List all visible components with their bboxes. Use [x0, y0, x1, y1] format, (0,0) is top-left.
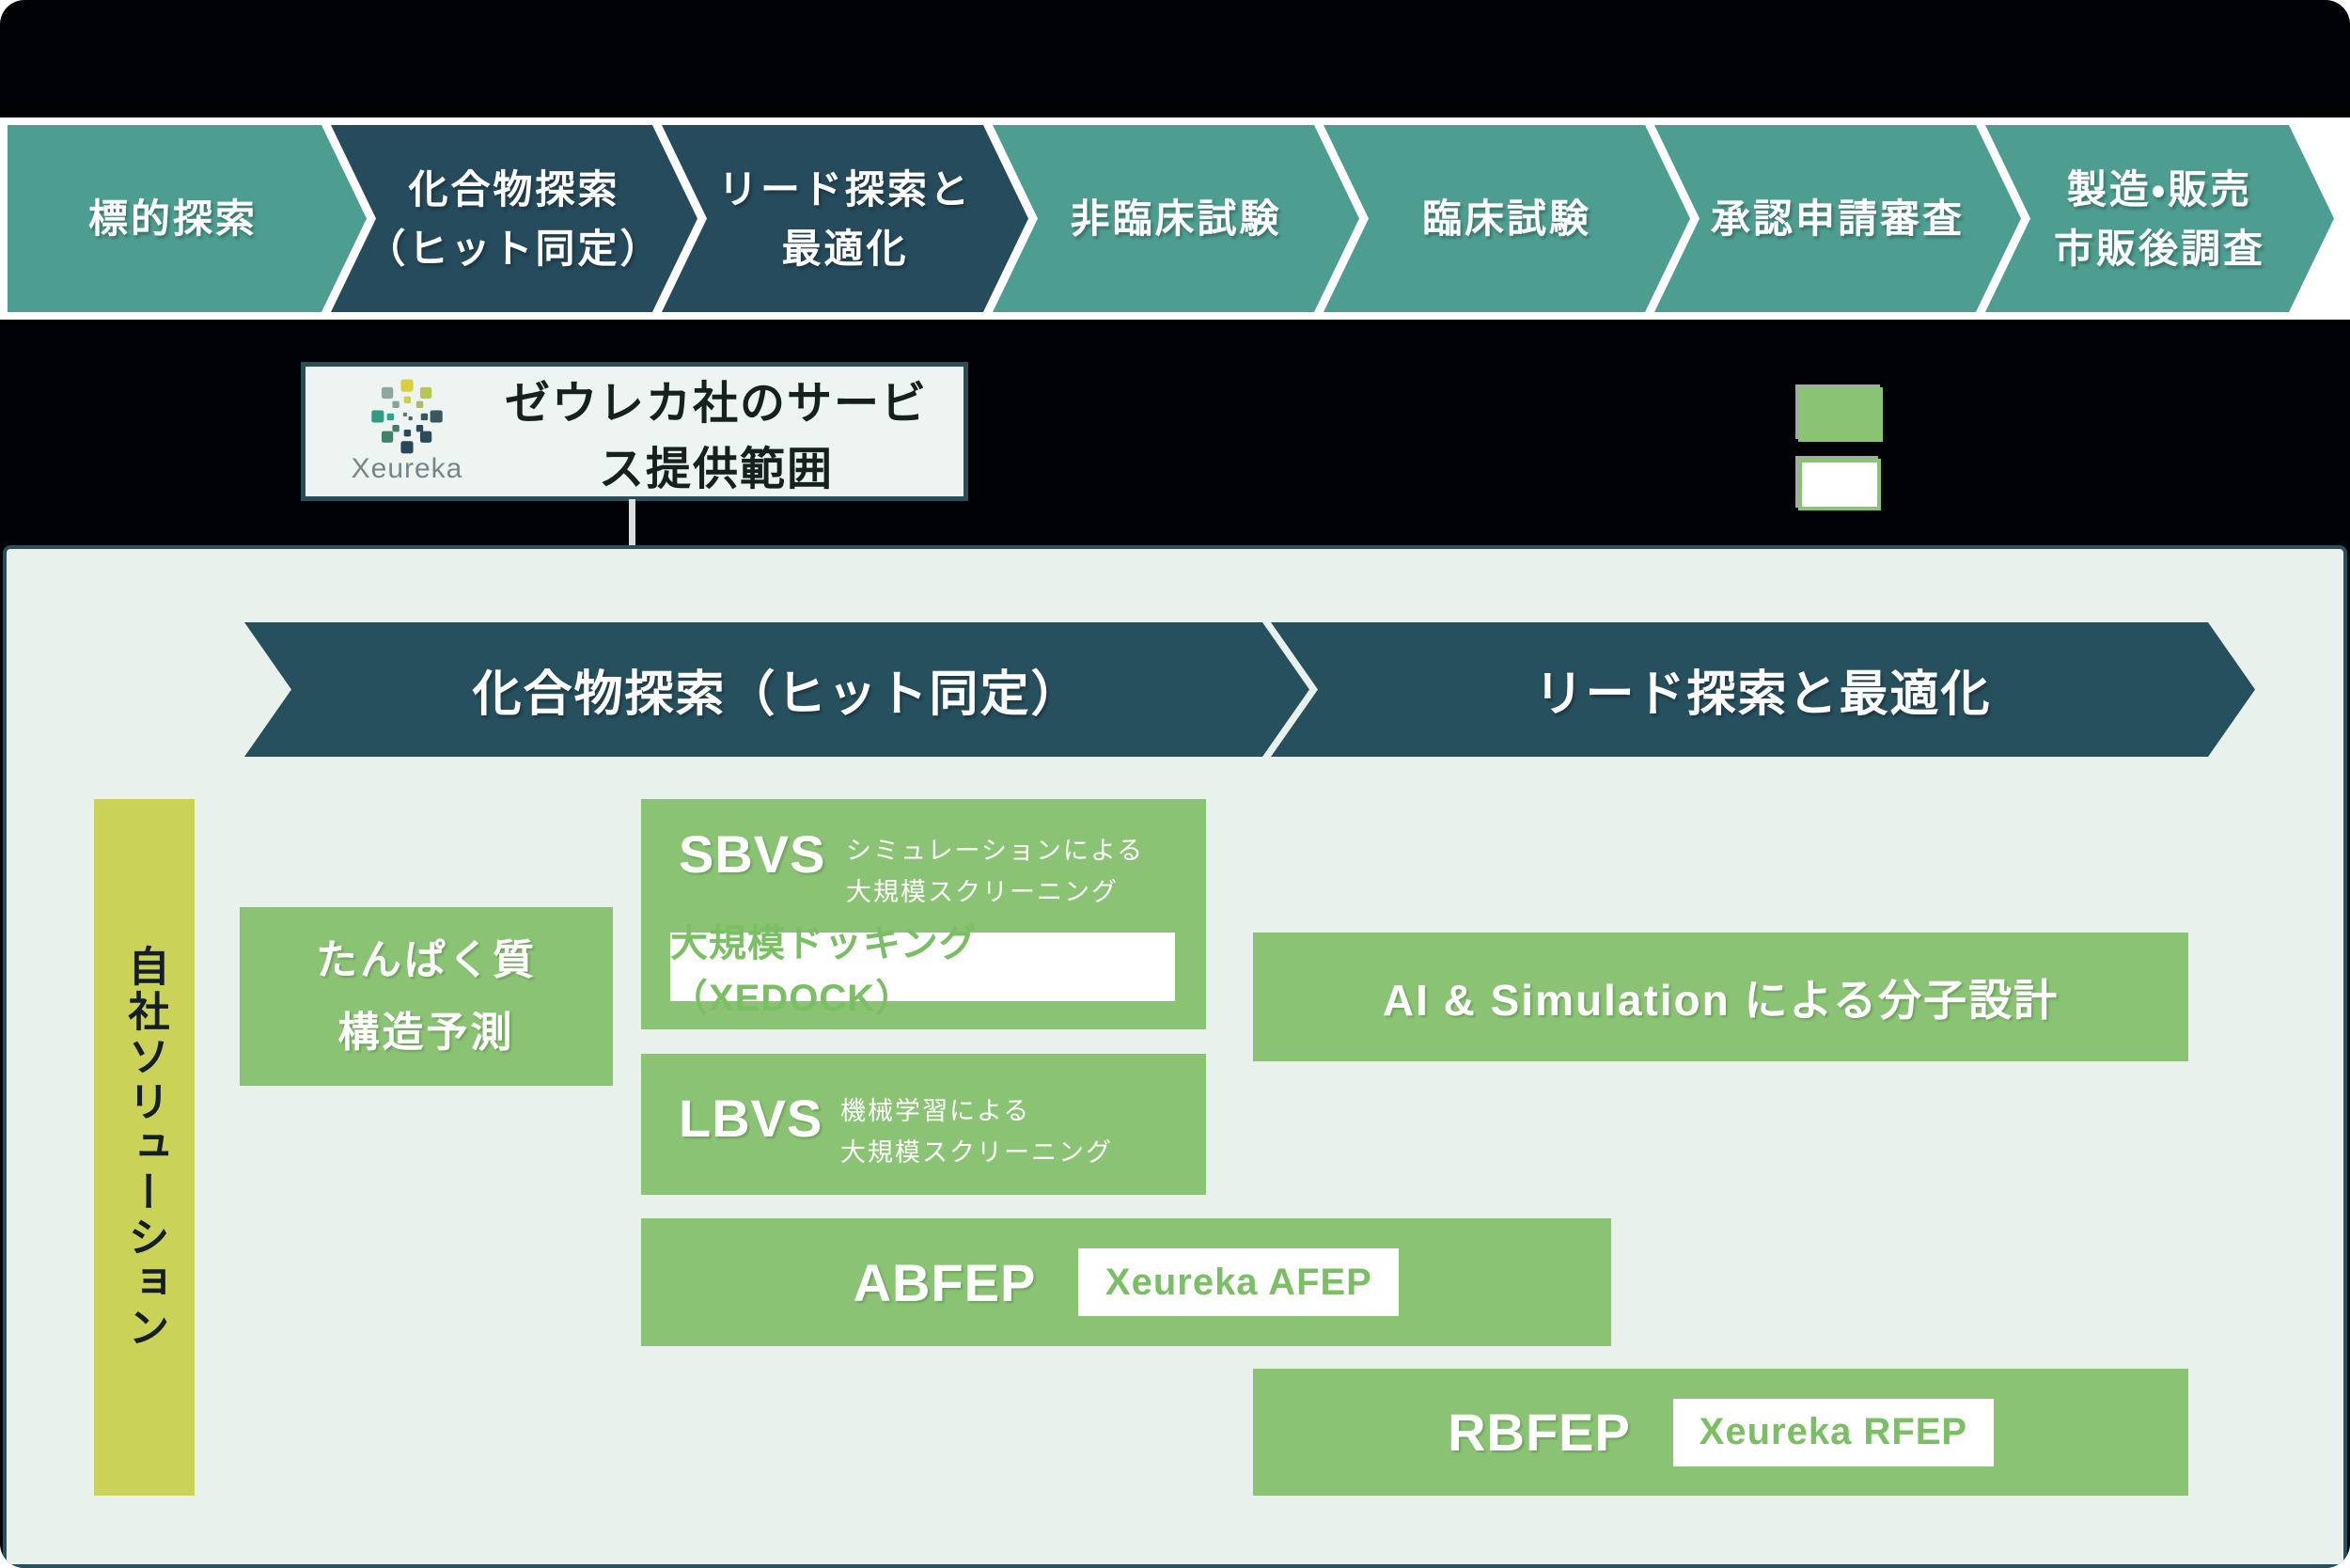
solution-ai-simulation-design: AI & Simulation による分子設計	[1253, 933, 2188, 1061]
sbvs-subtitle: シミュレーションによる 大規模スクリーニング	[846, 837, 1145, 906]
stage-label: 市販後調査	[2053, 226, 2265, 271]
xedock-product-chip: 大規模ドッキング（XEDOCK）	[670, 923, 1175, 1019]
stage-label: 標的探索	[87, 196, 258, 241]
stage-label: 最適化	[781, 226, 909, 271]
solution-abfep: ABFEP Xeureka AFEP	[641, 1218, 1611, 1346]
xeureka-wordmark: Xeureka	[351, 453, 463, 484]
legend-white-swatch	[1798, 459, 1881, 510]
stage-clinical-trials: 臨床試験	[1324, 125, 1690, 312]
xeureka-rosette-icon	[371, 379, 443, 454]
solutions-panel: 化合物探索（ヒット同定） リード探索と最適化 自社ソリューション たんぱく質 構…	[3, 545, 2347, 1568]
stage-label: 臨床試験	[1421, 196, 1591, 241]
rbfep-title: RBFEP	[1448, 1403, 1631, 1462]
solution-label: 構造予測	[337, 1010, 515, 1056]
sbvs-title: SBVS	[679, 824, 826, 884]
stage-compound-search: 化合物探索 （ヒット同定）	[331, 125, 697, 312]
service-scope-label: ゼウレカ社のサービス提供範囲	[504, 379, 928, 494]
stage-approval-review: 承認申請審査	[1654, 125, 2021, 312]
solution-label: たんぱく質	[316, 937, 537, 983]
sidebar-own-solutions: 自社ソリューション	[94, 799, 195, 1496]
stage-lead-optimization: リード探索と 最適化	[662, 125, 1028, 312]
solution-protein-structure-prediction: たんぱく質 構造予測	[240, 907, 613, 1086]
solution-rbfep: RBFEP Xeureka RFEP	[1253, 1369, 2188, 1496]
stage-target-discovery: 標的探索	[8, 125, 367, 312]
lbvs-subtitle: 機械学習による 大規模スクリーニング	[840, 1097, 1113, 1167]
stage-manufacturing-postmarket: 製造・販売 市販後調査	[1985, 125, 2334, 312]
xeureka-logo: Xeureka	[328, 378, 486, 485]
callout-connector-line	[629, 499, 635, 549]
xeureka-afep-product-chip: Xeureka AFEP	[1078, 1248, 1400, 1316]
stage-label: 非臨床試験	[1070, 196, 1282, 241]
stage-label: 製造・販売	[2066, 166, 2253, 212]
banner-compound-search: 化合物探索（ヒット同定）	[244, 622, 1309, 757]
banner-label: リード探索と最適化	[1534, 667, 1992, 722]
banner-lead-optimization: リード探索と最適化	[1271, 622, 2255, 757]
legend-green-swatch	[1798, 387, 1883, 442]
stage-label: 承認申請審査	[1710, 196, 1965, 241]
stage-label: 化合物探索	[408, 166, 620, 212]
banner-label: 化合物探索（ヒット同定）	[472, 667, 1082, 722]
stage-label: （ヒット同定）	[366, 226, 663, 271]
stage-nonclinical-trials: 非臨床試験	[993, 125, 1359, 312]
stage-label: リード探索と	[717, 166, 972, 212]
ai-sim-label: AI & Simulation による分子設計	[1382, 975, 2060, 1025]
xeureka-rfep-product-chip: Xeureka RFEP	[1672, 1398, 1994, 1466]
service-scope-callout: Xeureka ゼウレカ社のサービス提供範囲	[301, 362, 968, 501]
pipeline-strip: 標的探索 化合物探索 （ヒット同定） リード探索と 最適化 非臨床試験 臨床試験…	[0, 118, 2350, 320]
lbvs-title: LBVS	[679, 1089, 823, 1148]
solution-lbvs: LBVS 機械学習による 大規模スクリーニング	[641, 1054, 1206, 1195]
abfep-title: ABFEP	[853, 1252, 1037, 1312]
solution-sbvs: SBVS シミュレーションによる 大規模スクリーニング 大規模ドッキング（XED…	[641, 799, 1206, 1029]
